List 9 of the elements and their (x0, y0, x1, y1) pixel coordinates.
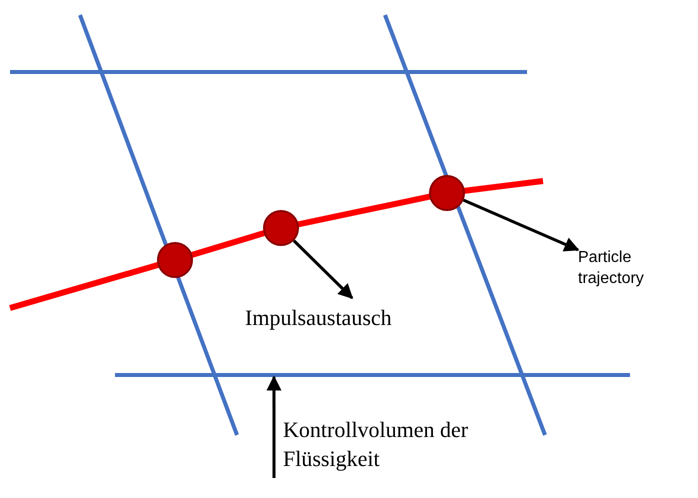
diagram-label: Kontrollvolumen der Flüssigkeit (283, 416, 470, 473)
particle-dot (263, 210, 299, 246)
arrow (292, 240, 354, 300)
particle-dot (157, 242, 193, 278)
arrow (266, 376, 282, 478)
particle-dot (429, 175, 465, 211)
arrow (462, 198, 580, 252)
diagram-label: Impulsaustausch (245, 304, 393, 332)
diagram-label: Particle trajectory (578, 248, 645, 289)
